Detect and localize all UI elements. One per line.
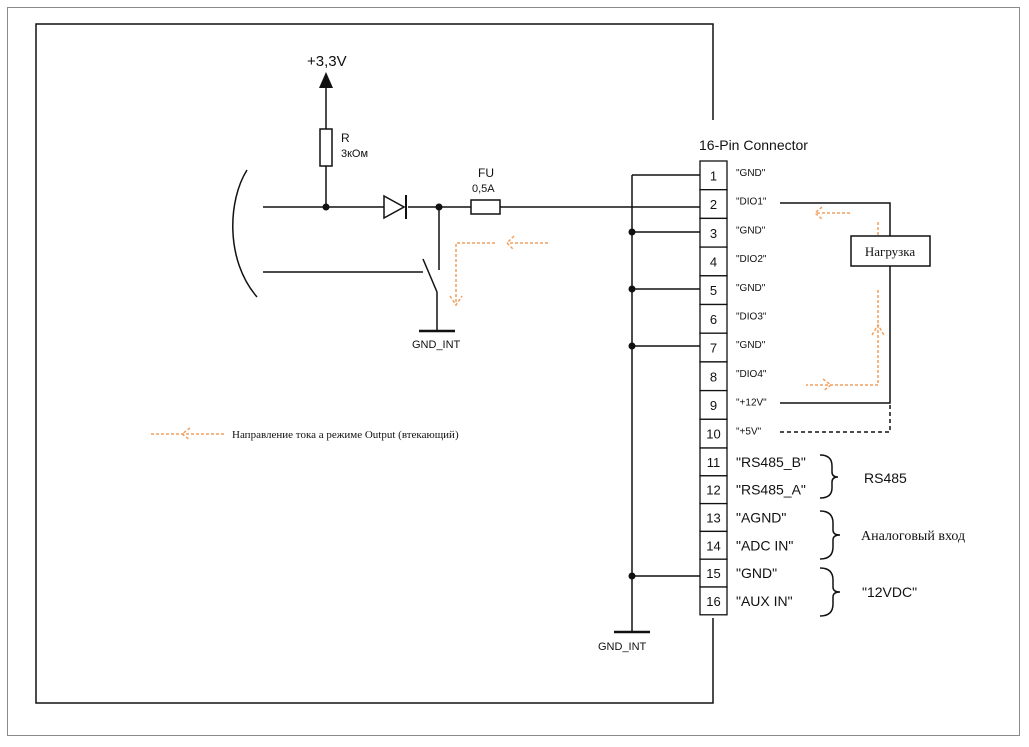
connector-title: 16-Pin Connector — [699, 137, 808, 153]
pin-number: 4 — [710, 254, 717, 269]
current-arrow-left — [449, 235, 548, 307]
junction-dot — [628, 285, 636, 293]
current-arrow-right — [806, 206, 885, 392]
pin-number: 10 — [706, 427, 720, 442]
pin-number: 9 — [710, 398, 717, 413]
pin-number: 8 — [710, 369, 717, 384]
pin-number: 11 — [707, 455, 721, 470]
connector-pins: 1 "GND" 2 "DIO1" 3 "GND" 4 "DIO2" 5 "GND" 6 "DIO3" 7… — [699, 160, 806, 616]
junction-dot — [628, 342, 636, 350]
pin-cell — [699, 502, 728, 533]
supply-arrow-icon — [319, 72, 333, 88]
pin-signal: "GND" — [736, 225, 766, 236]
load-box: Нагрузка — [850, 235, 931, 267]
load-label: Нагрузка — [865, 244, 916, 259]
connector: 16-Pin Connector 1 "GND" 2 "DIO1" 3 "GND" 4 "DI… — [699, 137, 808, 616]
legend-arrow-icon — [150, 427, 224, 441]
pin-number: 2 — [710, 197, 717, 212]
pin-signal: "+12V" — [736, 398, 767, 409]
resistor: R 3кОм — [319, 128, 368, 207]
pin-number: 7 — [710, 341, 717, 356]
switch — [263, 207, 440, 331]
pin-number: 12 — [706, 483, 720, 498]
ground-symbol-left: GND_INT — [412, 329, 461, 351]
pin-number: 6 — [710, 312, 717, 327]
pin-number: 5 — [710, 283, 717, 298]
pin-cell — [699, 189, 728, 220]
device-enclosure — [35, 23, 714, 704]
pin-cell — [699, 475, 728, 505]
pin-signal: "AUX IN" — [736, 593, 793, 609]
pin-number: 16 — [706, 594, 720, 609]
pin-signal: "GND" — [736, 168, 766, 179]
pin-number: 14 — [706, 538, 720, 553]
junction-dot — [322, 203, 330, 211]
ground-symbol-bus: GND_INT — [598, 630, 650, 653]
pin-signal: "+5V" — [736, 426, 762, 437]
supply-rail: +3,3V — [307, 53, 347, 129]
pin-cell — [699, 418, 728, 449]
fuse: FU 0,5A — [470, 166, 501, 215]
supply-label: +3,3V — [307, 53, 347, 70]
pin-signal: "DIO3" — [736, 312, 767, 323]
pin-cell — [699, 586, 728, 616]
pin-signal: "GND" — [736, 283, 766, 294]
resistor-value: 3кОм — [341, 148, 368, 160]
pin-number: 15 — [706, 566, 720, 581]
ground-bus — [631, 174, 700, 632]
input-bracket — [232, 169, 258, 298]
junction-dot — [628, 228, 636, 236]
diode-icon — [383, 194, 407, 220]
fuse-name: FU — [478, 166, 494, 180]
pin-signal: "GND" — [736, 340, 766, 351]
junction-dot — [628, 572, 636, 580]
pin-number: 1 — [710, 168, 717, 183]
pin-cell — [699, 160, 728, 191]
pin-signal: "RS485_A" — [736, 482, 806, 498]
brace-analog — [819, 510, 841, 560]
pin-cell — [699, 389, 728, 420]
pin-signal: "DIO2" — [736, 254, 767, 265]
group-rs485-label: RS485 — [864, 470, 907, 486]
fuse-value: 0,5A — [472, 183, 495, 195]
ground-label-bus: GND_INT — [598, 641, 647, 653]
ground-label-left: GND_INT — [412, 339, 461, 351]
pin-signal: "DIO4" — [736, 369, 767, 380]
pin-number: 13 — [706, 511, 720, 526]
pin-cell — [699, 558, 728, 588]
pin-signal: "DIO1" — [736, 197, 767, 208]
brace-rs485 — [819, 454, 839, 499]
pin-signal: "AGND" — [736, 510, 786, 526]
load-circuit — [780, 202, 891, 433]
legend-text: Направление тока а режиме Output (втекаю… — [232, 429, 459, 441]
legend: Направление тока а режиме Output (втекаю… — [150, 427, 459, 441]
pin-signal: "RS485_B" — [736, 454, 806, 470]
group-analog-label: Аналоговый вход — [861, 529, 965, 544]
diagram-frame — [7, 7, 1020, 736]
resistor-name: R — [341, 131, 350, 145]
pin-signal: "ADC IN" — [736, 537, 793, 553]
brace-power — [819, 567, 841, 617]
pin-number: 3 — [710, 226, 717, 241]
pin-signal: "GND" — [736, 565, 777, 581]
group-power-label: "12VDC" — [862, 584, 917, 600]
